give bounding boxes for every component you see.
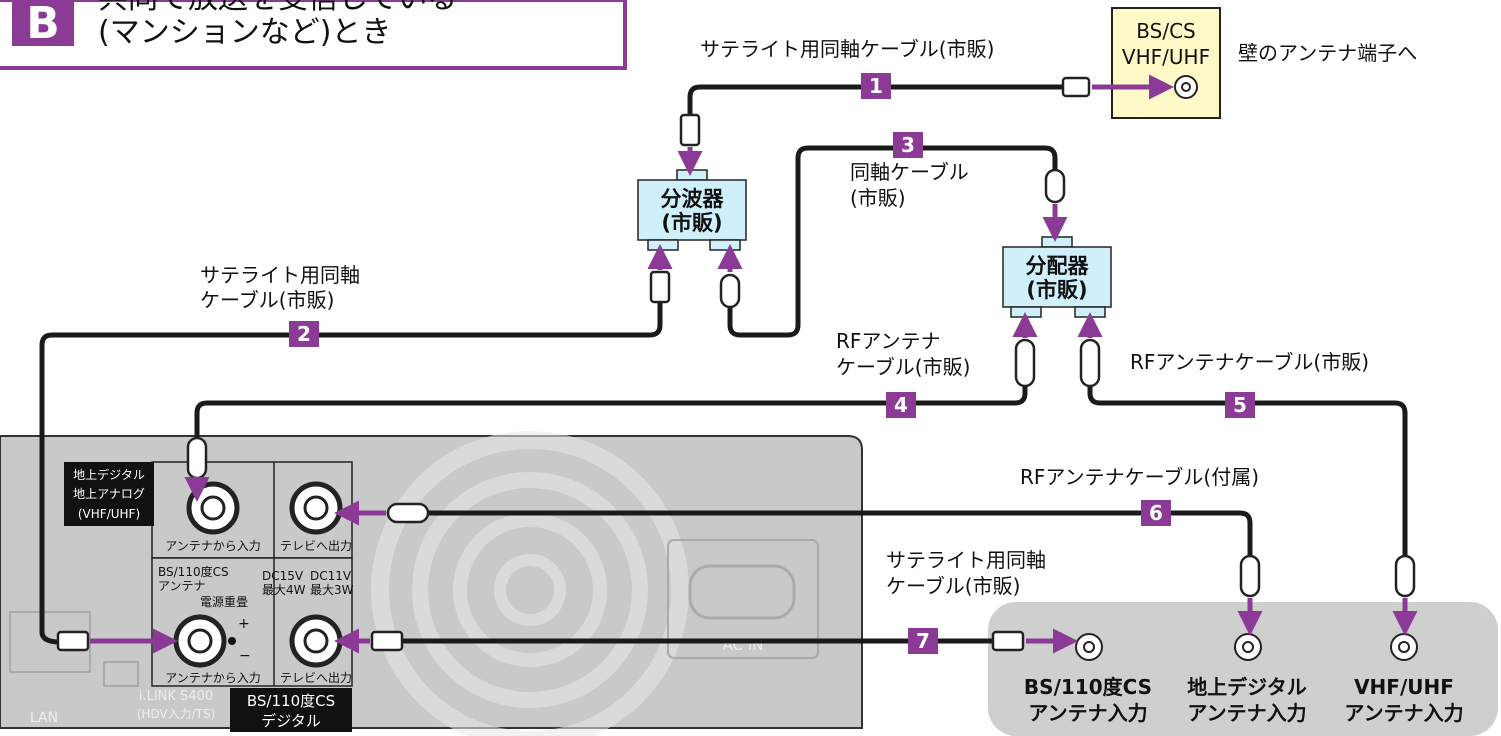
cable-4 [194, 382, 1028, 443]
cable-numbers: 1 2 3 4 5 6 7 [289, 73, 1255, 654]
flow-arrows [90, 74, 1418, 654]
cable-4-line2: ケーブル(市販) [836, 355, 970, 379]
plug-dist-top [1044, 168, 1066, 204]
plug-dist-right [1079, 338, 1101, 388]
dc15-label: DC15V [262, 569, 304, 583]
bs-tv-out-label: テレビへ出力 [280, 671, 352, 685]
plug-tv-bs [991, 630, 1025, 652]
header-line2: (マンションなど)とき [98, 15, 391, 50]
plug-rec-terrestrial [186, 436, 208, 480]
cable-2-line2: ケーブル(市販) [200, 288, 334, 312]
ac-in-port [667, 539, 819, 659]
header-line1: 共同で放送を受信している [98, 0, 457, 16]
cable-3 [727, 145, 1058, 338]
cable-6-number: 6 [1149, 501, 1163, 525]
tv-digital-line1: 地上デジタル [1187, 675, 1307, 699]
cable-3-line1: 同軸ケーブル [850, 160, 969, 184]
lan-label: LAN [30, 710, 58, 726]
ilink-line1: i.LINK S400 [139, 689, 213, 704]
terrestrial-tv-out-label: テレビへ出力 [280, 539, 352, 553]
cable-3-number: 3 [901, 133, 915, 157]
cable-4-badge [886, 392, 916, 418]
tv-digital-line2: アンテナ入力 [1187, 701, 1306, 725]
bs-digital-line1: BS/110度CS [247, 692, 335, 710]
cable-3-line2: (市販) [850, 186, 906, 210]
bs-antenna-in-label: アンテナから入力 [165, 671, 261, 685]
cable-6 [417, 510, 1253, 561]
plug-tv-vhf [1394, 554, 1416, 598]
cable-6-badge [1141, 500, 1171, 526]
power-feed-label: 電源重畳 [200, 595, 248, 609]
cable-3-badge [893, 132, 923, 158]
plug-rec-bs-out [370, 630, 404, 652]
section-badge-letter: B [26, 0, 60, 49]
section-badge [12, 0, 74, 46]
terrestrial-line2: 地上アナログ [73, 487, 145, 501]
cable-4-line1: RFアンテナ [836, 329, 941, 353]
cable-2-number: 2 [297, 322, 311, 346]
cable-7-badge [908, 628, 938, 654]
dc11-label: DC11V [310, 569, 352, 583]
plug-rec-bs-in [56, 630, 90, 652]
cable-1-label: サテライト用同軸ケーブル(市販) [700, 37, 994, 61]
bs-digital-label-box [230, 688, 352, 732]
terrestrial-label-box [64, 462, 154, 526]
terrestrial-antenna-in-label: アンテナから入力 [165, 539, 261, 553]
cable-7-line1: サテライト用同軸 [886, 548, 1046, 572]
bs-digital-line2: デジタル [261, 712, 321, 730]
tv-vhf-line1: VHF/UHF [1354, 675, 1454, 699]
plugs [56, 76, 1416, 652]
recorder-rear-panel: 地上デジタル 地上アナログ (VHF/UHF) アンテナから入力 テレビへ出力 … [0, 431, 863, 736]
cable-1 [687, 84, 1068, 121]
cable-2 [39, 297, 663, 645]
plug-wave-left [649, 270, 671, 304]
tv-panel: BS/110度CS アンテナ入力 地上デジタル アンテナ入力 VHF/UHF ア… [988, 602, 1498, 736]
bs-antenna-line1: BS/110度CS [158, 564, 229, 579]
bs-antenna-line2: アンテナ [158, 579, 206, 593]
dc11-max-label: 最大3W [310, 583, 354, 597]
cable-1-badge [861, 73, 891, 99]
cable-4-number: 4 [894, 393, 908, 417]
cable-7-number: 7 [916, 629, 930, 653]
plug-tv-digital [1239, 554, 1261, 598]
cable-1-number: 1 [869, 74, 883, 98]
tv-vhf-line2: アンテナ入力 [1344, 701, 1463, 725]
wall-line2: VHF/UHF [1122, 45, 1210, 69]
ilink-port [103, 661, 139, 687]
cable-2-line1: サテライト用同軸 [200, 263, 360, 287]
cable-5-badge [1225, 392, 1255, 418]
section-header: B 共同で放送を受信している (マンションなど)とき [0, 0, 627, 70]
cable-5-label: RFアンテナケーブル(市販) [1130, 350, 1369, 374]
plus-symbol: + [238, 616, 250, 632]
cooling-fan [371, 431, 689, 736]
wall-line1: BS/CS [1136, 19, 1195, 43]
minus-symbol: − [239, 648, 251, 664]
plug-rec-tvout [386, 502, 430, 524]
tv-bs-line1: BS/110度CS [1024, 675, 1152, 699]
tv-bs-line2: アンテナ入力 [1028, 701, 1147, 725]
cable-7-line2: ケーブル(市販) [886, 574, 1020, 598]
terrestrial-line3: (VHF/UHF) [78, 507, 140, 521]
plug-wall [1061, 76, 1091, 98]
wall-antenna-terminal: BS/CS VHF/UHF 壁のアンテナ端子へ [1111, 7, 1417, 119]
plug-dist-left [1014, 338, 1036, 388]
plug-wave-top [679, 113, 701, 147]
distributor: 分配器 (市販) [1002, 236, 1112, 318]
distributor-line2: (市販) [1026, 278, 1087, 302]
wave-splitter-line2: (市販) [661, 211, 722, 235]
distributor-line1: 分配器 [1026, 254, 1090, 278]
cable-labels: サテライト用同軸ケーブル(市販) サテライト用同軸 ケーブル(市販) 同軸ケーブ… [200, 37, 1369, 598]
terrestrial-line1: 地上デジタル [73, 467, 145, 482]
plug-wave-right [719, 273, 741, 309]
wave-splitter: 分波器 (市販) [637, 169, 747, 251]
wall-caption: 壁のアンテナ端子へ [1238, 41, 1417, 65]
cable-5-number: 5 [1233, 393, 1247, 417]
wave-splitter-line1: 分波器 [661, 187, 725, 211]
ilink-line2: (HDV入力/TS) [137, 707, 216, 721]
cable-6-label: RFアンテナケーブル(付属) [1020, 465, 1259, 489]
cable-2-badge [289, 321, 319, 347]
dc15-max-label: 最大4W [262, 583, 306, 597]
